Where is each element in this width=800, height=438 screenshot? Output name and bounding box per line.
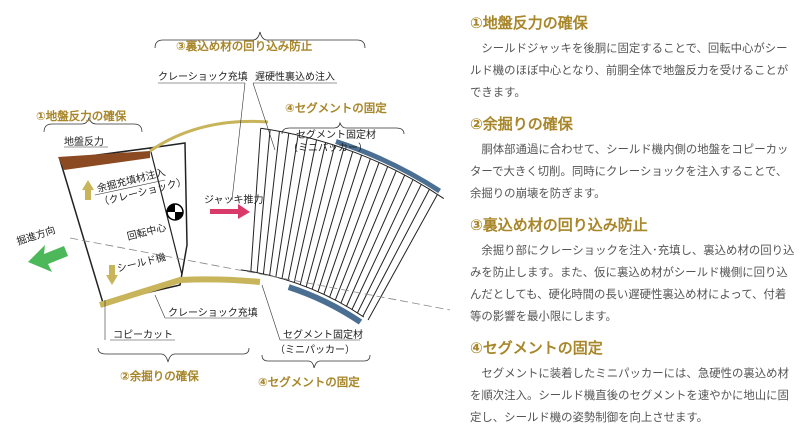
jack-thrust-arrow: [210, 204, 250, 219]
segment-line: [329, 162, 380, 298]
label-ground-reaction-top: ①地盤反力の確保: [36, 109, 127, 123]
leader-lines: [64, 82, 360, 341]
section-title: ③裏込め材の回り込み防止: [470, 216, 648, 234]
segment-line: [287, 139, 318, 281]
segment-line: [293, 142, 327, 283]
segment-line: [351, 179, 414, 310]
segment-inner-arc: [240, 269, 365, 318]
section-body: 余掘り部にクレーショックを注入･充填し、裏込め材の回り込みを防止します。また、仮…: [470, 243, 795, 323]
segment-line: [299, 145, 336, 285]
brace-1: [43, 116, 143, 133]
segment-line: [334, 166, 389, 301]
ground-reaction-band: [58, 151, 150, 170]
section-ground-reaction: ①地盤反力の確保 シールドジャッキを後胴に固定することで、回転中心がシールド機の…: [470, 12, 795, 103]
label-mini-packer-top: （ミニパッカー）: [288, 142, 368, 154]
brace-4-bottom: [261, 354, 371, 369]
label-backfill-prevention-top: ③裏込め材の回り込み防止: [176, 39, 313, 53]
up-arrow: [82, 180, 94, 200]
down-arrow: [106, 265, 118, 285]
segment-line: [269, 133, 290, 276]
mini-packer-outer: [335, 139, 442, 194]
label-slow-backfill: 遅硬性裏込め注入: [255, 70, 335, 83]
label-segment-fix-top: ④セグメントの固定: [285, 101, 387, 115]
segment-line: [323, 158, 371, 295]
segment-line: [311, 151, 354, 290]
label-segment-fixer-bottom: セグメント固定材: [283, 328, 363, 341]
segment-line: [281, 137, 308, 279]
shield-joint: [149, 147, 183, 276]
explanation-column: ①地盤反力の確保 シールドジャッキを後胴に固定することで、回転中心がシールド機の…: [470, 12, 795, 438]
label-direction: 掘進方向: [15, 223, 57, 248]
section-body: シールドジャッキを後胴に固定することで、回転中心がシールド機のほぼ中心となり、前…: [470, 41, 789, 99]
clay-shock-bottom: [99, 276, 261, 308]
label-ground-reaction: 地盤反力: [64, 135, 104, 148]
segment-line: [367, 194, 438, 321]
brace-4-top: [281, 121, 405, 135]
segment-line: [275, 135, 299, 278]
section-segment-fix: ④セグメントの固定 セグメントに装着したミニパッカーには、急硬性の裏込め材を順次…: [470, 337, 795, 428]
label-jack-thrust: ジャッキ推力: [204, 193, 264, 206]
segment-line: [362, 189, 430, 317]
section-body: 胴体部通過に合わせて、シールド機内側の地盤をコピーカッターで大きく切削。同時にク…: [470, 142, 789, 200]
segment-line: [250, 128, 262, 272]
label-mini-packer-bottom: （ミニパッカー）: [275, 344, 355, 356]
segment-line: [346, 174, 406, 307]
segment-line: [317, 154, 363, 292]
segment-line: [305, 148, 345, 288]
segment-line: [340, 170, 397, 304]
label-copy-cut: コピーカット: [113, 329, 173, 341]
section-title: ④セグメントの固定: [470, 339, 603, 357]
brace-3: [154, 31, 366, 49]
label-segment-fixer-top: セグメント固定材: [296, 128, 376, 141]
segment-line: [262, 131, 280, 275]
center-line: [69, 237, 451, 311]
label-overcut-bottom: ②余掘りの確保: [120, 369, 199, 383]
clay-shock-top: [149, 119, 269, 153]
segment-line: [356, 184, 422, 314]
rotation-center-mark: [167, 204, 183, 220]
section-backfill-prevention: ③裏込め材の回り込み防止 余掘り部にクレーショックを注入･充填し、裏込め材の回り…: [470, 214, 795, 327]
shield-tunnel-diagram: ③裏込め材の回り込み防止 クレーショック充填 遅硬性裏込め注入 ①地盤反力の確保…: [15, 31, 451, 389]
label-clay-shock-fill-bottom: クレーショック充填: [168, 306, 258, 319]
label-segment-fix-bottom: ④セグメントの固定: [258, 375, 360, 389]
section-body: セグメントに装着したミニパッカーには、急硬性の裏込め材を順次注入。シールド機直後…: [470, 366, 789, 424]
label-clay-shock-fill-top: クレーショック充填: [158, 70, 248, 83]
segment-rings: [240, 127, 445, 325]
section-title: ①地盤反力の確保: [470, 14, 588, 32]
section-title: ②余掘りの確保: [470, 115, 573, 133]
section-overcut: ②余掘りの確保 胴体部通過に合わせて、シールド機内側の地盤をコピーカッターで大き…: [470, 113, 795, 204]
mini-packer-inner: [287, 284, 363, 325]
brace-2: [97, 347, 250, 363]
segment-line: [256, 129, 271, 273]
direction-arrow: [28, 245, 68, 272]
